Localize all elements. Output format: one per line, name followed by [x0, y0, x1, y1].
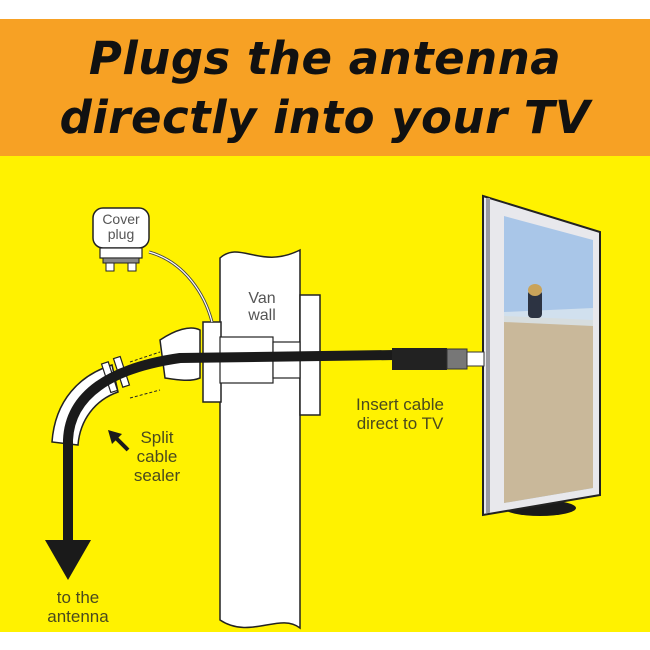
split-sealer-label-line-3: sealer [133, 466, 181, 485]
cover-plug-label-line-1: Cover [102, 211, 140, 227]
tv-icon [482, 194, 601, 517]
cover-plug-label: Cover plug [96, 212, 146, 242]
cable-icon [63, 348, 485, 560]
to-antenna-label-line-1: to the [56, 588, 100, 607]
van-wall-label-line-2: wall [248, 307, 276, 324]
split-sealer-label-line-2: cable [136, 447, 178, 466]
insert-cable-label-line-1: Insert cable [356, 395, 444, 414]
split-sealer-label-line-1: Split [140, 428, 174, 447]
headline-line-1: Plugs the antenna [88, 32, 562, 85]
arrow-down-icon [45, 540, 91, 580]
insert-cable-label: Insert cable direct to TV [340, 395, 460, 433]
to-antenna-label: to the antenna [38, 588, 118, 626]
arrow-pointer-icon [108, 430, 130, 452]
van-wall-label-line-1: Van [248, 290, 276, 307]
headline-line-2: directly into your TV [59, 91, 591, 144]
cover-plug-label-line-2: plug [107, 226, 135, 242]
to-antenna-label-line-2: antenna [47, 607, 109, 626]
cover-plug-icon [92, 207, 214, 323]
van-wall-label: Van wall [238, 290, 286, 324]
headline-banner [0, 19, 650, 156]
insert-cable-label-line-2: direct to TV [356, 414, 444, 433]
split-sealer-label: Split cable sealer [122, 428, 192, 485]
